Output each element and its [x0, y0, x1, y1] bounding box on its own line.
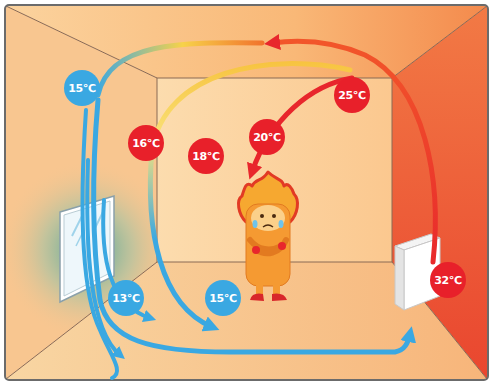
temperature-badge: 20℃	[249, 119, 285, 155]
warm-rise-arrow	[272, 41, 435, 262]
cooling-arc	[150, 64, 350, 327]
face	[251, 205, 285, 231]
eye	[260, 214, 264, 218]
tear	[253, 220, 258, 228]
temperature-badge: 15℃	[64, 70, 100, 106]
temperature-label: 15℃	[68, 82, 96, 95]
room-edge	[6, 6, 157, 78]
temperature-badge: 16℃	[128, 125, 164, 161]
temperature-label: 32℃	[434, 274, 462, 287]
temperature-badge: 13℃	[108, 280, 144, 316]
shoe	[272, 294, 287, 301]
heater-side	[395, 246, 404, 310]
temperature-label: 13℃	[112, 292, 140, 305]
frame	[5, 5, 488, 380]
arm	[256, 240, 286, 253]
room-edges	[6, 6, 487, 379]
temperature-label: 20℃	[253, 131, 281, 144]
cold-draft-arrow	[87, 160, 120, 355]
temperature-badge: 18℃	[188, 138, 224, 174]
temperature-badge: 15℃	[205, 280, 241, 316]
hand	[252, 246, 260, 254]
cold-descent-arrow	[94, 100, 410, 352]
body	[246, 204, 290, 286]
temperature-label: 18℃	[192, 150, 220, 163]
mouth	[263, 225, 273, 227]
cold-draft-arrow	[103, 200, 150, 318]
shoe	[250, 294, 264, 301]
shivering-character	[239, 172, 298, 301]
room-edge	[392, 6, 487, 78]
temperature-label: 15℃	[209, 292, 237, 305]
temperature-label: 16℃	[132, 137, 160, 150]
eye	[272, 214, 276, 218]
tear	[279, 220, 284, 228]
glass-shine	[72, 216, 82, 236]
temperature-label: 25℃	[338, 89, 366, 102]
air-flows	[83, 41, 436, 378]
temperature-badge: 25℃	[334, 77, 370, 113]
hand	[278, 242, 286, 250]
temperature-badge: 32℃	[430, 262, 466, 298]
